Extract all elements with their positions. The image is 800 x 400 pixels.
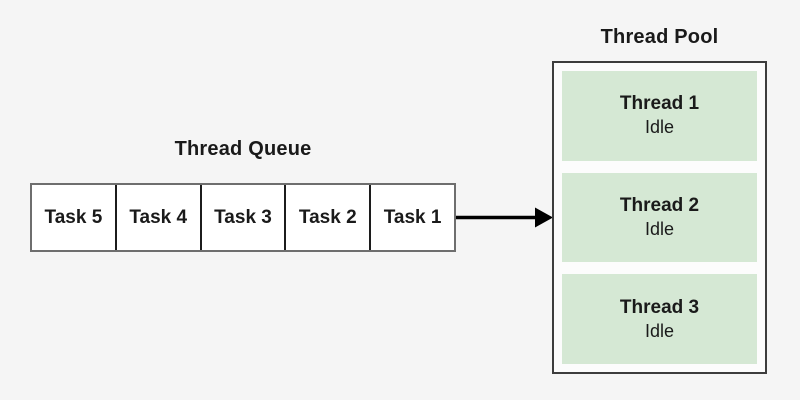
thread-pool-title: Thread Pool — [600, 26, 719, 48]
thread-status: Idle — [644, 320, 675, 341]
queue-task-cell: Task 5 — [44, 206, 103, 228]
thread-name: Thread 2 — [619, 195, 700, 216]
thread-box: Thread 2 Idle — [562, 172, 757, 263]
thread-name: Thread 1 — [619, 93, 700, 115]
thread-box: Thread 3 Idle — [562, 274, 757, 365]
queue-task-cell: Task 4 — [114, 185, 200, 250]
queue-task-cell: Task 2 — [284, 185, 369, 250]
thread-name: Thread 3 — [619, 296, 700, 318]
queue-task-cell: Task 3 — [199, 185, 285, 250]
thread-box: Thread 1 Idle — [562, 71, 757, 161]
right-arrow-icon — [456, 207, 553, 228]
thread-status: Idle — [644, 117, 675, 138]
thread-queue: Task 5 Task 4 Task 3 Task 2 Task 1 — [30, 183, 456, 252]
thread-pool: Thread 1 Idle Thread 2 Idle Thread 3 Idl… — [552, 61, 767, 374]
queue-task-cell: Task 1 — [369, 185, 454, 250]
thread-status: Idle — [644, 219, 675, 239]
thread-queue-title: Thread Queue — [174, 138, 312, 160]
